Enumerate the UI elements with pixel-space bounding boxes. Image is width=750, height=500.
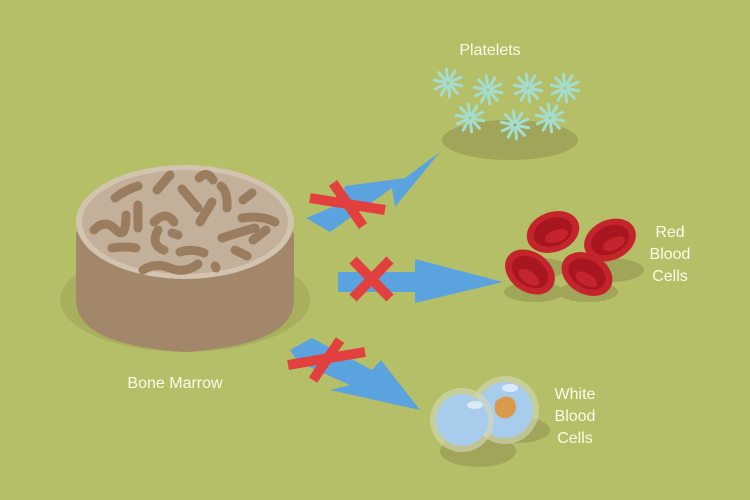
arrow-to-platelets — [306, 152, 440, 232]
platelets-label: Platelets — [459, 42, 521, 59]
red-blood-cell-icon — [504, 211, 644, 302]
block-mark-icon — [349, 256, 394, 302]
arrow-to-white-blood-cells — [287, 337, 420, 410]
white-blood-cell-icon — [430, 376, 550, 467]
arrow-to-red-blood-cells — [338, 256, 503, 303]
platelets-icon — [432, 67, 581, 160]
bone-marrow-label: Bone Marrow — [127, 375, 223, 392]
white-blood-cells-label: White Blood Cells — [554, 386, 596, 447]
block-mark-icon — [309, 180, 386, 229]
bone-marrow-icon — [60, 165, 310, 352]
block-mark-icon — [287, 337, 366, 383]
red-blood-cells-label: Red Blood Cells — [649, 224, 691, 285]
